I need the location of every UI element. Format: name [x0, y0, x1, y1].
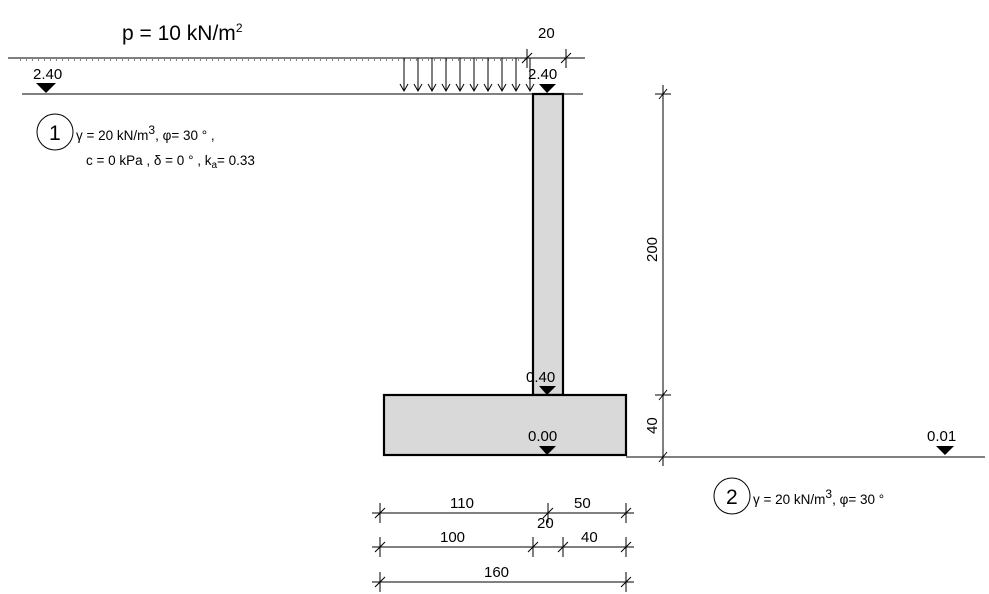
- dim-wall-height: 200: [644, 237, 661, 262]
- soil-2-props: γ = 20 kN/m3, φ= 30 °: [753, 487, 884, 507]
- dim-wall-thickness: 20: [538, 25, 555, 42]
- dim-toe: 40: [581, 529, 598, 546]
- level-triangle-footing-bottom: [539, 446, 556, 455]
- surcharge-label: p = 10 kN/m2: [122, 21, 243, 45]
- soil-2-id: 2: [726, 486, 738, 509]
- dim-heel-plus-half: 110: [450, 495, 474, 512]
- soil-1-props-line1: γ = 20 kN/m3, φ= 30 ° ,: [76, 123, 215, 143]
- level-wall-top: 2.40: [528, 66, 557, 83]
- dim-row-2: [372, 537, 634, 557]
- wall-stem: [531, 92, 565, 397]
- soil-1-id: 1: [49, 122, 61, 145]
- level-triangle-left: [36, 83, 56, 93]
- level-triangle-right: [936, 446, 954, 455]
- soil-1-props-line2: c = 0 kPa , δ = 0 ° , ka= 0.33: [86, 153, 255, 171]
- level-footing-bottom: 0.00: [528, 428, 557, 445]
- level-triangle-footing-top: [539, 386, 556, 395]
- dim-footing-height: 40: [644, 417, 661, 434]
- soil-1-marker: [36, 113, 74, 151]
- dim-stem: 20: [537, 515, 554, 532]
- dim-toe-plus-half: 50: [574, 495, 591, 512]
- level-right-ground: 0.01: [927, 428, 956, 445]
- wall-footing: [382, 393, 628, 457]
- load-arrows: [399, 58, 535, 93]
- dim-row-1: [372, 503, 634, 523]
- level-triangle-wall-top: [539, 84, 556, 93]
- dim-row-3: [372, 572, 634, 592]
- soil-2-marker: [713, 477, 751, 515]
- level-left-ground: 2.40: [33, 66, 62, 83]
- dim-heel: 100: [440, 529, 465, 546]
- level-footing-top: 0.40: [526, 369, 555, 386]
- dim-base-width: 160: [484, 564, 509, 581]
